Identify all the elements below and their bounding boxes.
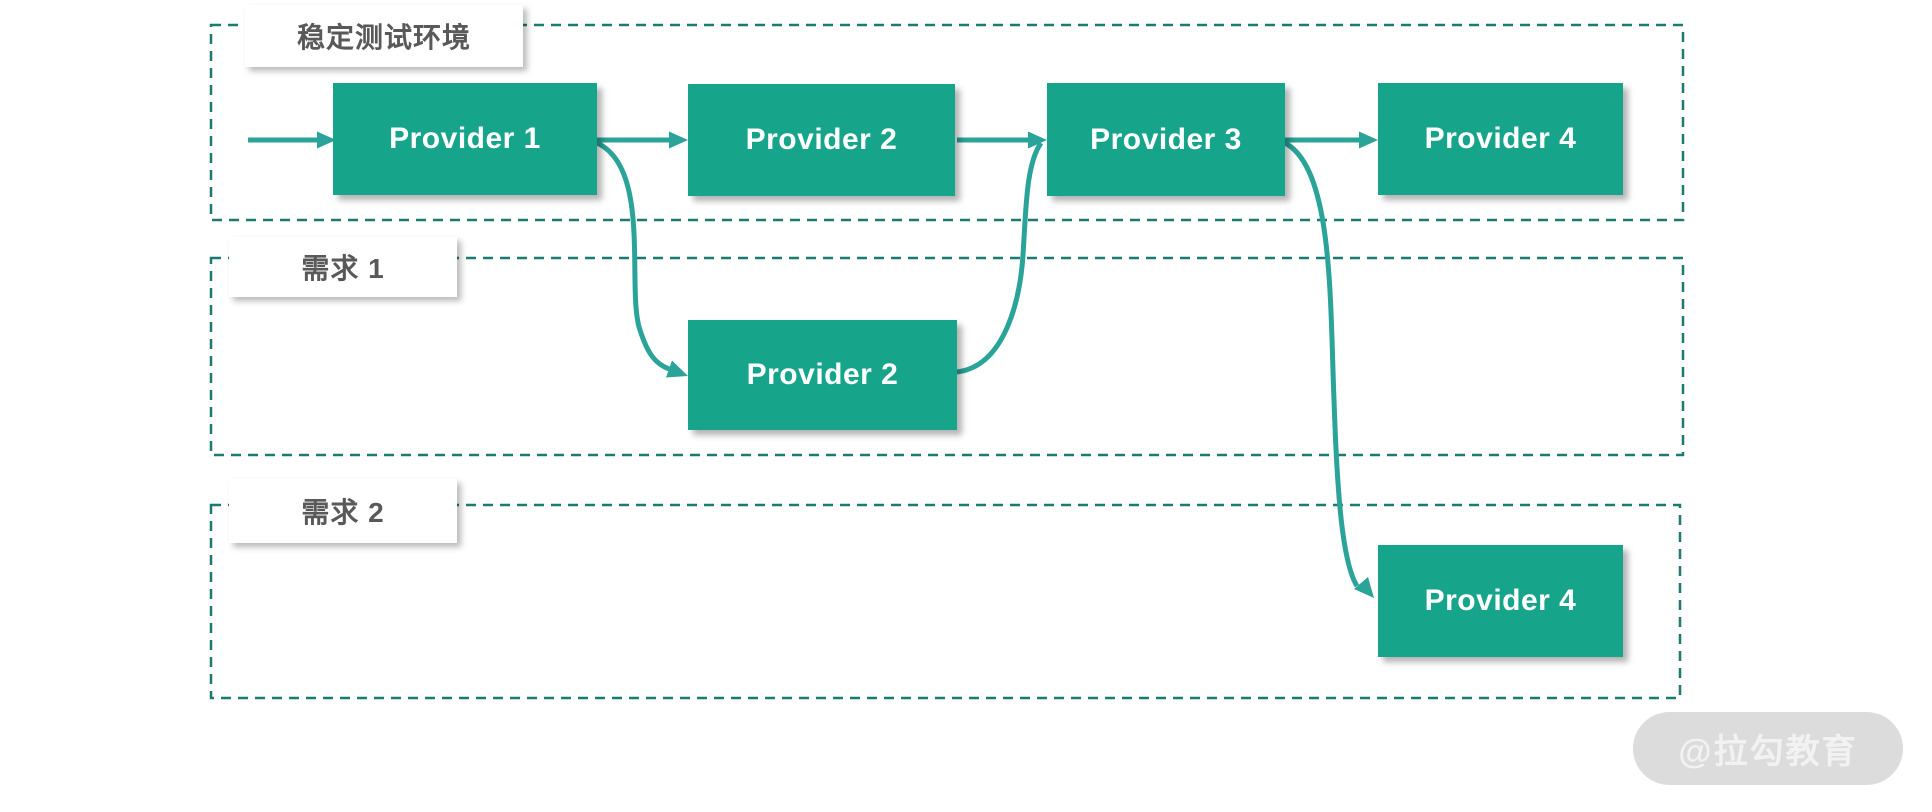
node-provider-4-req2: Provider 4 bbox=[1378, 545, 1623, 657]
arrowhead-provider3-provider4req2 bbox=[1354, 577, 1374, 598]
arrowhead-provider2-provider3 bbox=[1028, 131, 1047, 149]
node-provider-4-stable: Provider 4 bbox=[1378, 83, 1623, 195]
node-provider-3-stable: Provider 3 bbox=[1047, 83, 1285, 196]
node-provider-2-stable: Provider 2 bbox=[688, 84, 955, 196]
req-2-border bbox=[209, 503, 1682, 700]
watermark-badge: @拉勾教育 bbox=[1633, 712, 1903, 785]
arrow-provider3-provider4req2 bbox=[1283, 140, 1360, 588]
node-provider-1-stable: Provider 1 bbox=[333, 83, 597, 195]
group-label-stable-env: 稳定测试环境 bbox=[245, 5, 523, 67]
arrow-provider1-provider2req1 bbox=[595, 140, 670, 372]
req-1-border bbox=[209, 256, 1685, 457]
arrowhead-provider1-provider2 bbox=[669, 131, 688, 149]
node-provider-2-req1: Provider 2 bbox=[688, 320, 957, 430]
stable-env-border bbox=[209, 23, 1685, 222]
group-label-req-2: 需求 2 bbox=[229, 479, 457, 543]
arrowhead-provider3-provider4 bbox=[1359, 131, 1378, 149]
group-label-req-1: 需求 1 bbox=[229, 237, 457, 297]
arrow-provider2req1-provider3 bbox=[956, 141, 1044, 375]
arrowhead-provider1-provider2req1 bbox=[666, 360, 688, 378]
arrowhead-entry-provider1 bbox=[317, 131, 336, 149]
